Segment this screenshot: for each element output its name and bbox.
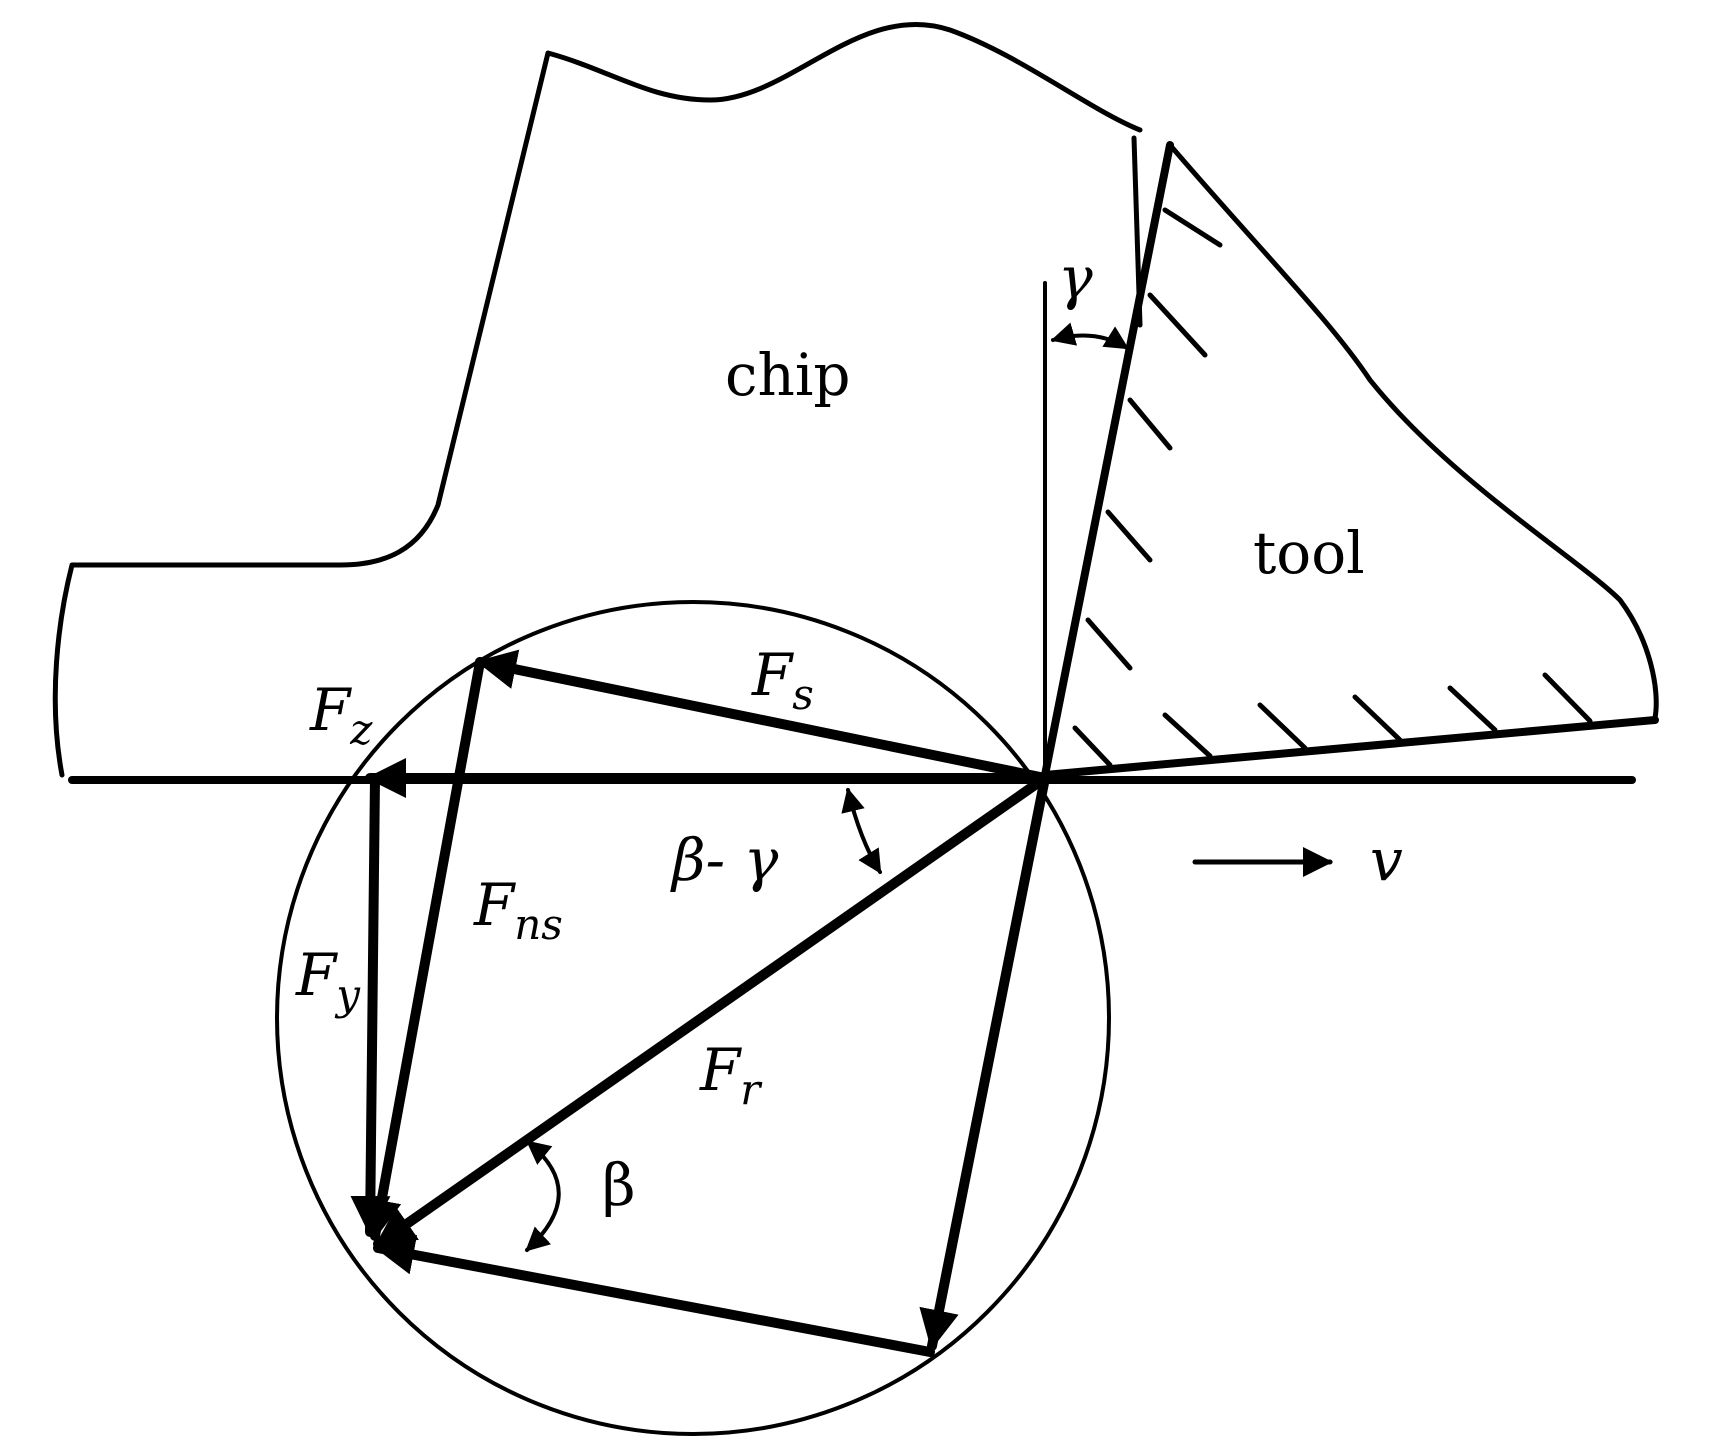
friction-angle-label: β xyxy=(602,1151,636,1219)
tool-flank xyxy=(1041,716,1659,779)
velocity-label: v xyxy=(1370,826,1403,894)
chip-label: chip xyxy=(725,341,851,409)
fz-label: Fz xyxy=(309,676,373,754)
fns-vector xyxy=(361,657,485,1241)
chip-outline xyxy=(52,21,1143,778)
fns-label: Fns xyxy=(473,871,563,949)
beta-minus-gamma-label: β- γ xyxy=(670,826,779,894)
fs-vector xyxy=(475,649,1050,783)
merchant-circle xyxy=(275,600,1111,1436)
fs-label: Fs xyxy=(751,641,814,719)
beta-minus-gamma-arc xyxy=(841,787,882,875)
beta-arc xyxy=(525,1140,561,1252)
fy-vector xyxy=(350,773,391,1237)
normal-force-vector xyxy=(919,773,1050,1351)
fr-vector xyxy=(373,773,1050,1249)
fy-label: Fy xyxy=(295,941,361,1019)
tool-outline xyxy=(1041,141,1174,779)
tool-outline-back xyxy=(1167,142,1659,721)
friction-force-vector xyxy=(373,1235,935,1357)
rake-angle-arc xyxy=(1050,322,1130,350)
tool-label: tool xyxy=(1253,519,1365,587)
fr-label: Fr xyxy=(699,1036,763,1114)
rake-angle-label: γ xyxy=(1058,244,1093,312)
tool-hatching xyxy=(1072,207,1593,768)
